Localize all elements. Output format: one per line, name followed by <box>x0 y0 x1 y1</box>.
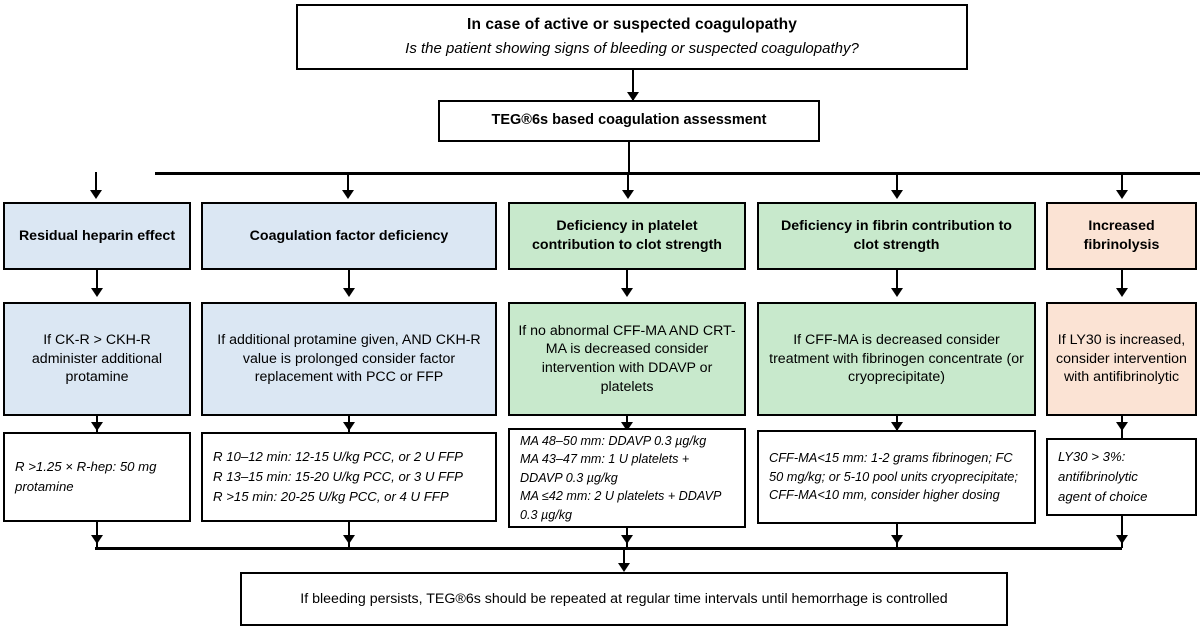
arrow-col5-header-to-rec <box>1116 288 1128 297</box>
recommendation-coagulation-factor-deficiency: If additional protamine given, AND CKH-R… <box>201 302 497 416</box>
arrow-col4-header-to-rec <box>891 288 903 297</box>
arrow-col2-header-to-rec <box>343 288 355 297</box>
column-header-increased-fibrinolysis: Increased fibrinolysis <box>1046 202 1197 270</box>
connector-fanout-bus <box>155 172 1200 175</box>
connector-title-to-assessment <box>631 70 634 100</box>
footer-label: If bleeding persists, TEG®6s should be r… <box>300 590 948 607</box>
arrow-drop-col4 <box>891 190 903 199</box>
dosing-line: antifibrinolytic <box>1058 468 1138 484</box>
connector-drop-col5 <box>1120 172 1123 194</box>
arrow-col4-rec-to-dosing <box>891 422 903 431</box>
dosing-residual-heparin-effect: R >1.25 × R-hep: 50 mg protamine <box>3 432 191 522</box>
dosing-line: MA 48–50 mm: DDAVP 0.3 µg/kg <box>520 434 707 449</box>
title-question: Is the patient showing signs of bleeding… <box>405 40 859 58</box>
title-box: In case of active or suspected coagulopa… <box>296 4 968 70</box>
dosing-line: MA ≤42 mm: 2 U platelets + DDAVP 0.3 µg/… <box>520 489 721 522</box>
column-header-fibrin-contribution-deficiency: Deficiency in fibrin contribution to clo… <box>757 202 1036 270</box>
arrow-drop-col1 <box>90 190 102 199</box>
arrow-col3-to-merge <box>621 535 633 544</box>
connector-drop-col3 <box>626 172 629 194</box>
connector-col2-header-to-rec <box>347 270 350 292</box>
recommendation-residual-heparin-effect: If CK-R > CKH-R administer additional pr… <box>3 302 191 416</box>
recommendation-fibrin-contribution-deficiency: If CFF-MA is decreased consider treatmen… <box>757 302 1036 416</box>
arrow-col1-header-to-rec <box>91 288 103 297</box>
dosing-line: LY30 > 3%: <box>1058 448 1126 464</box>
title-heading: In case of active or suspected coagulopa… <box>467 15 797 33</box>
arrow-col4-to-merge <box>891 535 903 544</box>
assessment-box: TEG®6s based coagulation assessment <box>438 100 820 142</box>
arrow-drop-col5 <box>1116 190 1128 199</box>
arrow-col3-rec-to-dosing <box>621 422 633 431</box>
dosing-line: R >15 min: 20-25 U/kg PCC, or 4 U FFP <box>213 489 449 505</box>
arrow-col1-to-merge <box>91 535 103 544</box>
dosing-increased-fibrinolysis: LY30 > 3%: antifibrinolytic agent of cho… <box>1046 438 1197 516</box>
connector-col5-header-to-rec <box>1120 270 1123 292</box>
arrow-col5-rec-to-dosing <box>1116 422 1128 431</box>
connector-col4-header-to-rec <box>895 270 898 292</box>
arrow-title-to-assessment <box>627 92 639 101</box>
arrow-col1-rec-to-dosing <box>91 422 103 431</box>
arrow-col2-to-merge <box>343 535 355 544</box>
footer-box: If bleeding persists, TEG®6s should be r… <box>240 572 1008 626</box>
assessment-label: TEG®6s based coagulation assessment <box>491 112 767 129</box>
arrow-col5-to-merge <box>1116 535 1128 544</box>
recommendation-platelet-contribution-deficiency: If no abnormal CFF-MA AND CRT-MA is decr… <box>508 302 746 416</box>
connector-merge-bus <box>95 547 1122 550</box>
dosing-line: agent of choice <box>1058 489 1148 505</box>
connector-merge-to-footer <box>622 547 625 569</box>
dosing-fibrin-contribution-deficiency: CFF-MA<15 mm: 1-2 grams fibrinogen; FC 5… <box>757 430 1036 524</box>
column-header-residual-heparin-effect: Residual heparin effect <box>3 202 191 270</box>
column-header-coagulation-factor-deficiency: Coagulation factor deficiency <box>201 202 497 270</box>
connector-col3-header-to-rec <box>625 270 628 292</box>
dosing-coagulation-factor-deficiency: R 10–12 min: 12-15 U/kg PCC, or 2 U FFP … <box>201 432 497 522</box>
dosing-line: R 13–15 min: 15-20 U/kg PCC, or 3 U FFP <box>213 468 463 484</box>
connector-assessment-stem <box>627 142 630 174</box>
dosing-platelet-contribution-deficiency: MA 48–50 mm: DDAVP 0.3 µg/kg MA 43–47 mm… <box>508 428 746 528</box>
dosing-line: R 10–12 min: 12-15 U/kg PCC, or 2 U FFP <box>213 448 463 464</box>
arrow-merge-to-footer <box>618 563 630 572</box>
dosing-line: MA 43–47 mm: 1 U platelets + DDAVP 0.3 µ… <box>520 452 690 485</box>
connector-col1-header-to-rec <box>95 270 98 292</box>
arrow-drop-col2 <box>342 190 354 199</box>
connector-drop-col2 <box>346 172 349 194</box>
arrow-col3-header-to-rec <box>621 288 633 297</box>
arrow-col2-rec-to-dosing <box>343 422 355 431</box>
connector-drop-col1 <box>94 172 97 194</box>
connector-drop-col4 <box>895 172 898 194</box>
arrow-drop-col3 <box>622 190 634 199</box>
recommendation-increased-fibrinolysis: If LY30 is increased, consider intervent… <box>1046 302 1197 416</box>
connector-col5-to-merge <box>1120 516 1123 548</box>
column-header-platelet-contribution-deficiency: Deficiency in platelet contribution to c… <box>508 202 746 270</box>
